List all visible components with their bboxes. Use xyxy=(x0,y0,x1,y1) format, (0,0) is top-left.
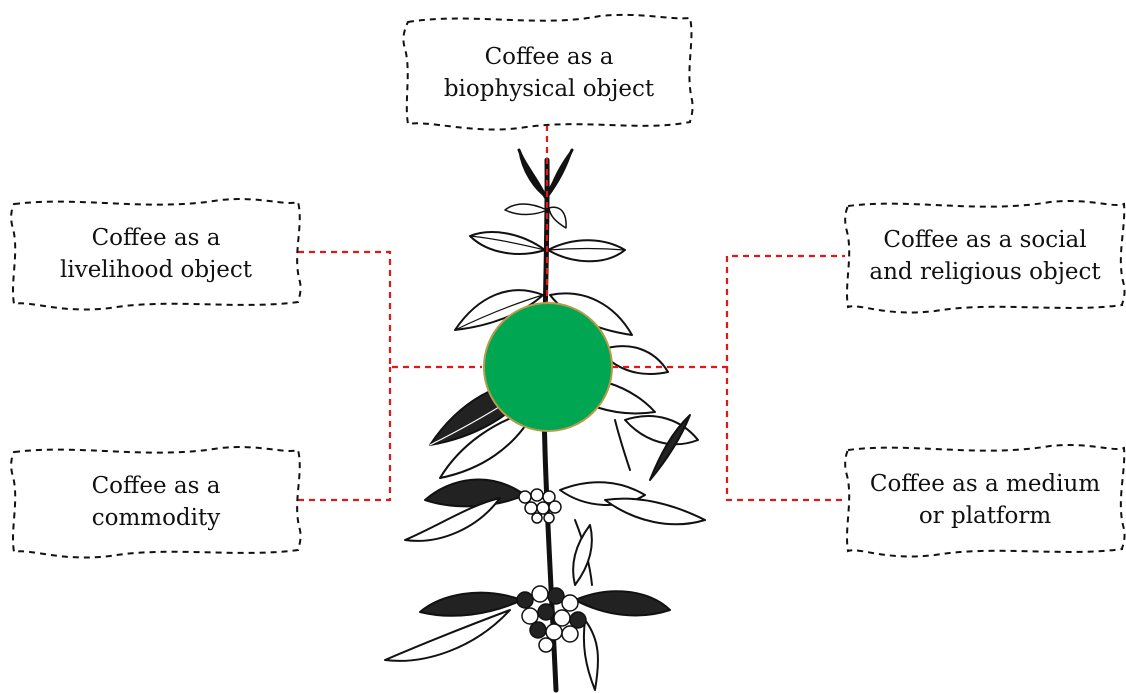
connector-medium xyxy=(725,367,845,502)
box-medium-platform: Coffee as a medium or platform xyxy=(848,450,1122,550)
connector-livelihood xyxy=(298,250,482,369)
connector-commodity xyxy=(298,367,392,502)
box-outline-social xyxy=(844,200,1126,314)
box-medium-platform-line1: Coffee as a medium xyxy=(869,471,1101,497)
box-outline-biophysical xyxy=(402,13,694,131)
box-biophysical-line2: biophysical object xyxy=(443,76,655,102)
box-medium-platform-line2: or platform xyxy=(918,503,1052,529)
box-social-religious: Coffee as a social and religious object xyxy=(848,206,1122,306)
box-commodity-line1: Coffee as a xyxy=(91,473,221,499)
box-livelihood: Coffee as a livelihood object xyxy=(14,204,298,304)
box-livelihood-line2: livelihood object xyxy=(59,257,252,283)
box-commodity-line2: commodity xyxy=(91,505,221,531)
box-livelihood-line1: Coffee as a xyxy=(91,225,221,251)
box-outlines xyxy=(10,13,1126,559)
connector-social xyxy=(612,254,845,369)
box-outline-medium xyxy=(844,444,1126,558)
connector-lines xyxy=(298,125,845,502)
box-commodity: Coffee as a commodity xyxy=(14,452,298,552)
berry-cluster-lower xyxy=(516,585,587,653)
berry-cluster-mid xyxy=(518,488,562,524)
box-outline-commodity xyxy=(10,446,302,559)
box-biophysical: Coffee as a biophysical object xyxy=(408,22,690,124)
box-outline-livelihood xyxy=(10,198,302,311)
center-circle xyxy=(483,302,613,432)
box-biophysical-line1: Coffee as a xyxy=(484,44,614,70)
box-social-religious-line2: and religious object xyxy=(869,259,1101,285)
box-social-religious-line1: Coffee as a social xyxy=(883,227,1087,253)
